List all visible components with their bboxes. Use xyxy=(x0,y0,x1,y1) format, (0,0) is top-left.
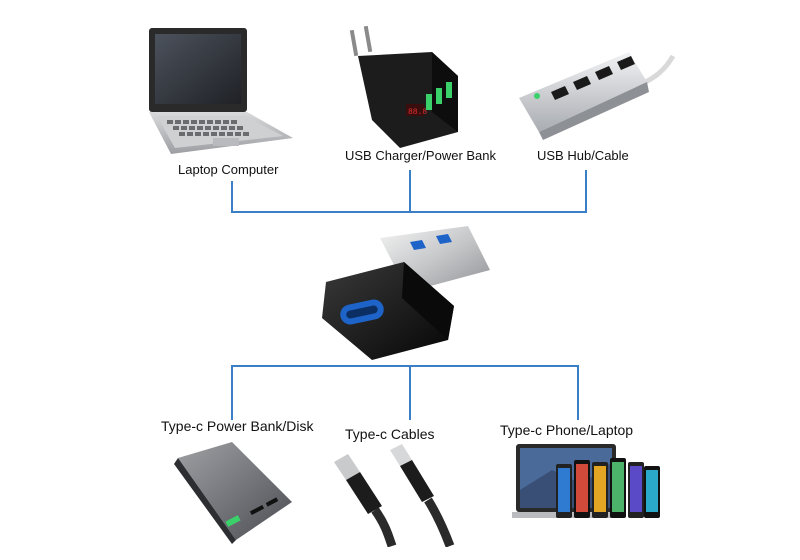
usb-charger-icon: 88.8 xyxy=(340,24,460,149)
svg-text:88.8: 88.8 xyxy=(408,108,427,117)
type-c-cable-icon xyxy=(330,442,465,548)
label-usb-charger: USB Charger/Power Bank xyxy=(345,148,497,163)
bottom-bus-line xyxy=(231,365,579,420)
label-usb-hub: USB Hub/Cable xyxy=(537,148,629,163)
power-bank-icon xyxy=(168,440,298,545)
label-type-c-phone-laptop: Type-c Phone/Laptop xyxy=(500,422,634,438)
usb-a-to-type-c-adapter-icon xyxy=(318,222,494,362)
label-type-c-power-bank: Type-c Power Bank/Disk xyxy=(161,418,314,434)
phone-laptop-icon xyxy=(512,440,662,525)
laptop-icon xyxy=(143,26,298,156)
label-type-c-cables: Type-c Cables xyxy=(345,426,435,442)
usb-hub-icon xyxy=(515,48,676,143)
label-laptop-computer: Laptop Computer xyxy=(178,162,279,177)
